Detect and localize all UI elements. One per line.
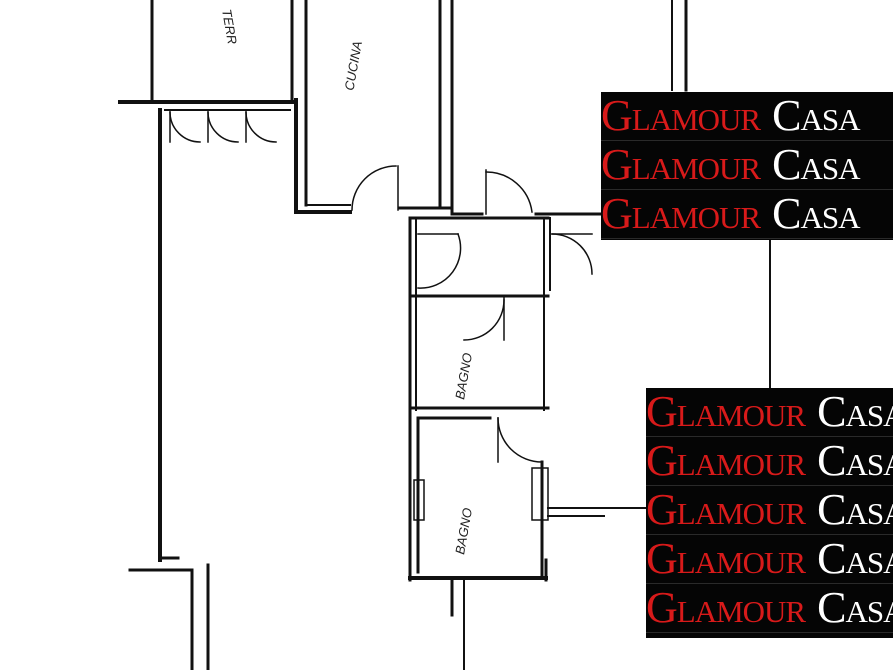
terrace-label: TERR xyxy=(219,8,240,45)
watermark-brand-white: Casa xyxy=(772,92,860,140)
bathroom-lower-label: BAGNO xyxy=(452,507,475,556)
watermark-brand-red: Glamour xyxy=(646,388,806,436)
watermark-brand-white: Casa xyxy=(772,190,860,238)
watermark-brand-red: Glamour xyxy=(646,584,806,632)
watermark-brand-red: Glamour xyxy=(646,535,806,583)
watermark-brand-white: Casa xyxy=(817,388,893,436)
watermark-brand-red: Glamour xyxy=(601,141,761,189)
watermark-brand-red: Glamour xyxy=(601,92,761,140)
watermark-brand-white: Casa xyxy=(817,486,893,534)
watermark-brand-white: Casa xyxy=(817,584,893,632)
watermark-brand-white: Casa xyxy=(817,535,893,583)
bathroom-upper-label: BAGNO xyxy=(452,352,475,401)
kitchen-label: CUCINA xyxy=(342,40,365,92)
watermark-brand-red: Glamour xyxy=(646,486,806,534)
watermark-brand-white: Casa xyxy=(817,437,893,485)
watermark-brand-red: Glamour xyxy=(646,437,806,485)
watermark-brand-red: Glamour xyxy=(601,190,761,238)
watermark-brand-white: Casa xyxy=(772,141,860,189)
